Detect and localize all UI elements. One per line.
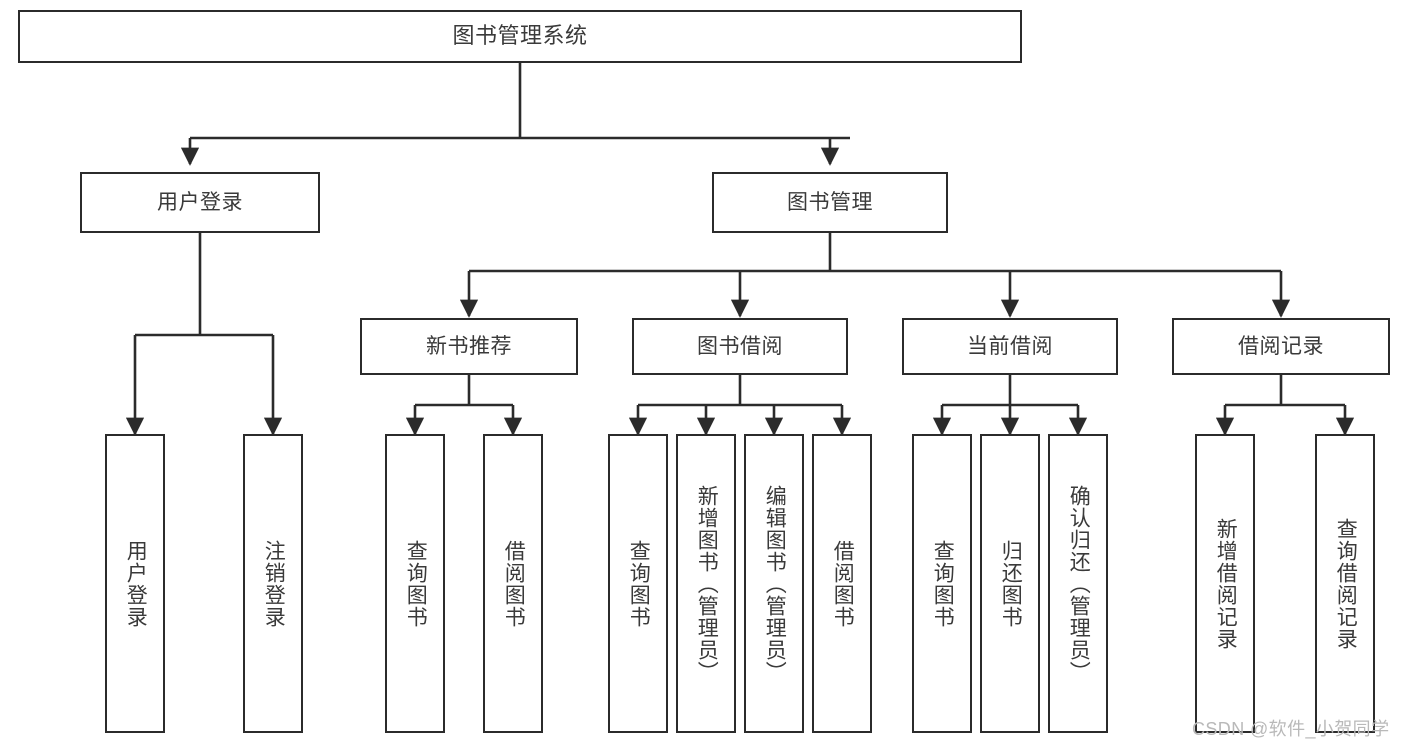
leaf-user-login-logout[interactable]: 注销登录 <box>243 434 303 733</box>
leaf-borrow-add-book-admin[interactable]: 新增图书（管理员） <box>676 434 736 733</box>
node-root-book-management-system[interactable]: 图书管理系统 <box>18 10 1022 63</box>
node-label: 确认归还（管理员） <box>1067 484 1091 683</box>
leaf-current-confirm-return-admin[interactable]: 确认归还（管理员） <box>1048 434 1108 733</box>
node-label: 借阅图书 <box>831 539 855 628</box>
leaf-record-add-borrow-record[interactable]: 新增借阅记录 <box>1195 434 1255 733</box>
leaf-user-login-login[interactable]: 用户登录 <box>105 434 165 733</box>
node-user-login[interactable]: 用户登录 <box>80 172 320 233</box>
node-label: 查询图书 <box>931 539 955 628</box>
leaf-current-query-book[interactable]: 查询图书 <box>912 434 972 733</box>
node-label: 图书管理 <box>787 190 873 214</box>
node-label: 用户登录 <box>124 539 148 628</box>
leaf-recommend-borrow-book[interactable]: 借阅图书 <box>483 434 543 733</box>
leaf-borrow-edit-book-admin[interactable]: 编辑图书（管理员） <box>744 434 804 733</box>
leaf-borrow-query-book[interactable]: 查询图书 <box>608 434 668 733</box>
node-label: 归还图书 <box>999 539 1023 628</box>
node-label: 编辑图书（管理员） <box>763 484 787 683</box>
node-borrow-record[interactable]: 借阅记录 <box>1172 318 1390 375</box>
node-label: 借阅记录 <box>1238 334 1324 358</box>
leaf-recommend-query-book[interactable]: 查询图书 <box>385 434 445 733</box>
leaf-borrow-borrow-book[interactable]: 借阅图书 <box>812 434 872 733</box>
node-label: 图书借阅 <box>697 334 783 358</box>
node-book-management[interactable]: 图书管理 <box>712 172 948 233</box>
node-label: 查询图书 <box>627 539 651 628</box>
node-current-borrow[interactable]: 当前借阅 <box>902 318 1118 375</box>
node-book-borrow[interactable]: 图书借阅 <box>632 318 848 375</box>
node-label: 图书管理系统 <box>452 23 588 49</box>
node-new-book-recommend[interactable]: 新书推荐 <box>360 318 578 375</box>
node-label: 新增图书（管理员） <box>695 484 719 683</box>
node-label: 新增借阅记录 <box>1214 517 1238 650</box>
leaf-current-return-book[interactable]: 归还图书 <box>980 434 1040 733</box>
node-label: 查询图书 <box>404 539 428 628</box>
node-label: 当前借阅 <box>967 334 1053 358</box>
node-label: 查询借阅记录 <box>1334 517 1358 650</box>
leaf-record-query-borrow-record[interactable]: 查询借阅记录 <box>1315 434 1375 733</box>
node-label: 注销登录 <box>262 539 286 628</box>
node-label: 用户登录 <box>157 190 243 214</box>
watermark-csdn: CSDN @软件_小贺同学 <box>1192 719 1390 739</box>
node-label: 新书推荐 <box>426 334 512 358</box>
node-label: 借阅图书 <box>502 539 526 628</box>
